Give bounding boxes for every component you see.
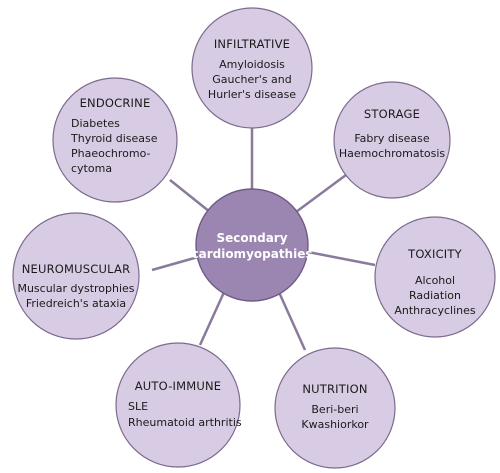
- node-item: Beri-beri: [311, 403, 358, 416]
- spoke-auto-immune: [198, 289, 227, 346]
- node-item: Kwashiorkor: [301, 418, 369, 431]
- center-label-line2: cardiomyopathies: [191, 247, 312, 261]
- node-title: TOXICITY: [407, 247, 462, 261]
- node-nutrition: NUTRITION Beri-beri Kwashiorkor: [274, 347, 396, 469]
- node-item: Fabry disease: [354, 132, 430, 145]
- center-node: Secondary cardiomyopathies: [191, 188, 313, 302]
- node-title: STORAGE: [364, 107, 420, 121]
- node-item: Anthracyclines: [394, 304, 476, 317]
- node-item: Haemochromatosis: [339, 147, 446, 160]
- node-title: ENDOCRINE: [80, 96, 151, 110]
- node-endocrine: ENDOCRINE Diabetes Thyroid disease Phaeo…: [52, 77, 178, 203]
- node-item: Phaeochromo-: [71, 147, 151, 160]
- node-item: Hurler's disease: [208, 88, 296, 101]
- spoke-nutrition: [276, 289, 307, 351]
- node-item: Diabetes: [71, 117, 120, 130]
- node-title: NEUROMUSCULAR: [22, 262, 131, 276]
- node-item: Friedreich's ataxia: [26, 297, 126, 310]
- spoke-storage: [295, 170, 351, 214]
- spoke-neuromuscular: [151, 255, 199, 272]
- node-neuromuscular: NEUROMUSCULAR Muscular dystrophies Fried…: [12, 212, 140, 340]
- spoke-endocrine: [169, 179, 211, 213]
- node-item: SLE: [128, 400, 148, 413]
- center-label-line1: Secondary: [216, 231, 287, 245]
- node-item: cytoma: [71, 162, 112, 175]
- node-title: INFILTRATIVE: [214, 37, 290, 51]
- node-item: Muscular dystrophies: [17, 282, 134, 295]
- node-auto-immune: AUTO-IMMUNE SLE Rheumatoid arthritis: [115, 342, 242, 468]
- node-item: Gaucher's and: [212, 73, 292, 86]
- node-infiltrative: INFILTRATIVE Amyloidosis Gaucher's and H…: [191, 7, 313, 129]
- node-toxicity: TOXICITY Alcohol Radiation Anthracycline…: [374, 216, 496, 338]
- node-title: AUTO-IMMUNE: [135, 379, 222, 393]
- node-item: Thyroid disease: [70, 132, 158, 145]
- node-item: Radiation: [409, 289, 461, 302]
- node-item: Amyloidosis: [219, 58, 285, 71]
- node-storage: STORAGE Fabry disease Haemochromatosis: [333, 81, 451, 199]
- node-item: Rheumatoid arthritis: [128, 416, 242, 429]
- spoke-toxicity: [307, 250, 376, 267]
- node-item: Alcohol: [415, 274, 455, 287]
- node-title: NUTRITION: [302, 382, 367, 396]
